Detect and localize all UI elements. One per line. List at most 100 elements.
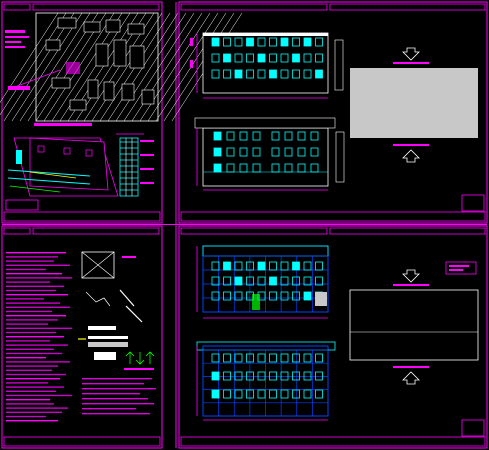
- hatch-line: [147, 12, 219, 122]
- hatch-line: [0, 12, 67, 116]
- facade-window: [234, 291, 243, 301]
- facade-window: [315, 261, 323, 271]
- facade-window: [246, 53, 254, 63]
- note-line: [6, 323, 48, 325]
- legend-bar: [449, 265, 469, 267]
- detail-clamp: [125, 305, 143, 323]
- note-line: [6, 399, 50, 401]
- note-line: [6, 394, 72, 397]
- facade-window: [257, 353, 266, 363]
- grey-panel: [350, 68, 478, 138]
- panel-label-bar: [393, 284, 429, 286]
- facade-window: [246, 353, 254, 363]
- note-line: [6, 273, 62, 275]
- scaffold-upper-net: [315, 292, 327, 306]
- facade-window: [257, 69, 266, 79]
- facade-window: [223, 37, 231, 47]
- note-line: [82, 408, 136, 410]
- frame-top-left: [1, 1, 163, 224]
- facade-window: [234, 276, 243, 286]
- down-arrow-icon: [402, 269, 420, 283]
- facade-window: [226, 131, 235, 141]
- facade-window: [269, 353, 277, 363]
- label-bar: [140, 154, 154, 156]
- detail-base-plate: [94, 352, 116, 360]
- facade-window: [280, 53, 289, 63]
- facade-window: [292, 37, 300, 47]
- note-line: [82, 383, 144, 385]
- scaffold-post-cyan: [16, 150, 22, 164]
- wall-window: [85, 149, 93, 157]
- facade-window: [257, 371, 266, 381]
- scaffold-ledger: [7, 177, 91, 185]
- facade-window: [292, 261, 300, 271]
- legend-bar: [5, 41, 21, 43]
- building-footprint: [51, 77, 71, 89]
- facade-window: [269, 53, 277, 63]
- facade-window: [280, 37, 289, 47]
- title-blocks: [3, 194, 486, 447]
- hatch-line: [0, 12, 59, 103]
- facade-window: [257, 53, 266, 63]
- site-plan-border: [35, 12, 159, 122]
- facade-window: [280, 69, 289, 79]
- scaffold-base: [9, 185, 61, 193]
- title-bar-tl-right: [32, 3, 160, 11]
- facade-window: [211, 353, 220, 363]
- scaffold-ledger: [7, 169, 91, 177]
- facade-window: [257, 276, 266, 286]
- site-plan-callout: [8, 86, 30, 90]
- scaffold-elevation-lower: [196, 341, 336, 421]
- facade-window: [280, 371, 289, 381]
- facade-window: [303, 37, 312, 47]
- building-footprint: [141, 89, 155, 105]
- note-line: [6, 264, 70, 266]
- building-footprint: [57, 17, 77, 29]
- title-block-br: [180, 436, 486, 447]
- panel-label-bar: [393, 366, 429, 368]
- note-line: [6, 331, 56, 334]
- facade-window: [269, 291, 277, 301]
- building-footprint: [121, 83, 135, 101]
- down-arrow-icon: [135, 352, 145, 365]
- facade-window: [257, 37, 266, 47]
- facade-window: [226, 147, 235, 157]
- panel-upper: [350, 47, 478, 163]
- frame-bottom-right: [178, 225, 488, 449]
- facade-window: [211, 371, 220, 381]
- facade-window: [271, 131, 280, 141]
- note-line: [6, 302, 60, 304]
- scaffold-section: [7, 123, 154, 197]
- building-footprint: [129, 45, 145, 69]
- title-block-tl: [3, 211, 161, 222]
- note-line: [6, 310, 52, 313]
- facade-window: [303, 389, 312, 399]
- facade-window: [252, 147, 261, 157]
- facade-window: [211, 37, 220, 47]
- detail-plank: [88, 342, 128, 347]
- legend-top-left: [5, 30, 29, 48]
- up-arrow-icon: [402, 371, 420, 385]
- detail-diagonal: [81, 251, 115, 279]
- title-bar-br-right: [329, 227, 486, 235]
- facade-window: [213, 163, 222, 173]
- elevation-upper-windows: [211, 37, 323, 79]
- note-line: [82, 378, 152, 380]
- legend-bar: [5, 46, 25, 48]
- building-footprint: [87, 79, 99, 99]
- facade-window: [271, 147, 280, 157]
- facade-window: [303, 69, 312, 79]
- wall-window: [63, 147, 71, 155]
- note-line: [6, 390, 56, 392]
- facade-window: [269, 37, 277, 47]
- facade-window: [310, 147, 319, 157]
- facade-window: [257, 261, 266, 271]
- title-bar-bl-left: [3, 227, 31, 235]
- facade-window: [297, 131, 306, 141]
- facade-window: [211, 276, 220, 286]
- legend-bar: [449, 269, 463, 271]
- detail-bracket: [85, 291, 111, 307]
- legend-box: [445, 261, 477, 275]
